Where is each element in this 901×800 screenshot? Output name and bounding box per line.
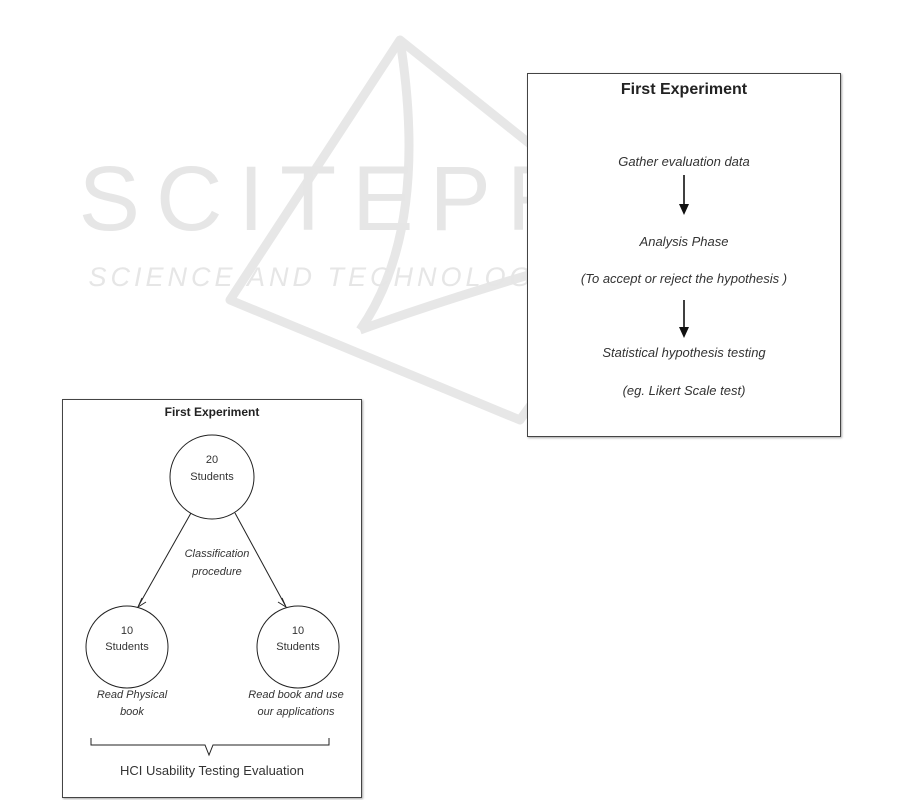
left-node-count: 10	[120, 625, 134, 637]
right-node-circle	[256, 605, 340, 689]
left-node-label: Students	[105, 641, 149, 653]
flowchart-panel: First Experiment Gather evaluation data …	[527, 73, 841, 437]
right-node-label: Students	[276, 641, 320, 653]
flow-arrows	[679, 175, 689, 338]
left-node-circle	[85, 605, 169, 689]
flow-arrow-1	[679, 175, 689, 215]
flow-step-statistical-note: (eg. Likert Scale test)	[622, 383, 746, 398]
right-node-note-line1: Read book and use	[248, 689, 344, 701]
split-label-line1: Classification	[184, 548, 250, 560]
flowchart-title: First Experiment	[620, 81, 748, 98]
flow-step-analysis-note: (To accept or reject the hypothesis )	[580, 271, 788, 286]
experiment-tree-panel: First Experiment 20 Students Classificat…	[62, 399, 362, 798]
root-node-circle	[169, 434, 255, 520]
footer-brace	[90, 738, 330, 757]
flow-step-gather: Gather evaluation data	[618, 154, 750, 169]
flow-arrow-2	[679, 300, 689, 338]
right-node-count: 10	[291, 625, 305, 637]
flow-step-analysis: Analysis Phase	[639, 234, 729, 249]
tree-lines	[85, 434, 340, 757]
flow-step-statistical: Statistical hypothesis testing	[602, 345, 766, 360]
right-branch-arrow	[234, 512, 288, 609]
tree-footer-label: HCI Usability Testing Evaluation	[119, 763, 304, 778]
tree-title: First Experiment	[164, 405, 260, 419]
root-node-count: 20	[205, 454, 219, 466]
left-node-note-line2: book	[120, 706, 144, 718]
left-node-note-line1: Read Physical	[96, 689, 168, 701]
left-branch-arrow	[136, 512, 192, 609]
root-node-label: Students	[190, 471, 234, 483]
split-label-line2: procedure	[192, 566, 242, 578]
right-node-note-line2: our applications	[257, 706, 335, 718]
